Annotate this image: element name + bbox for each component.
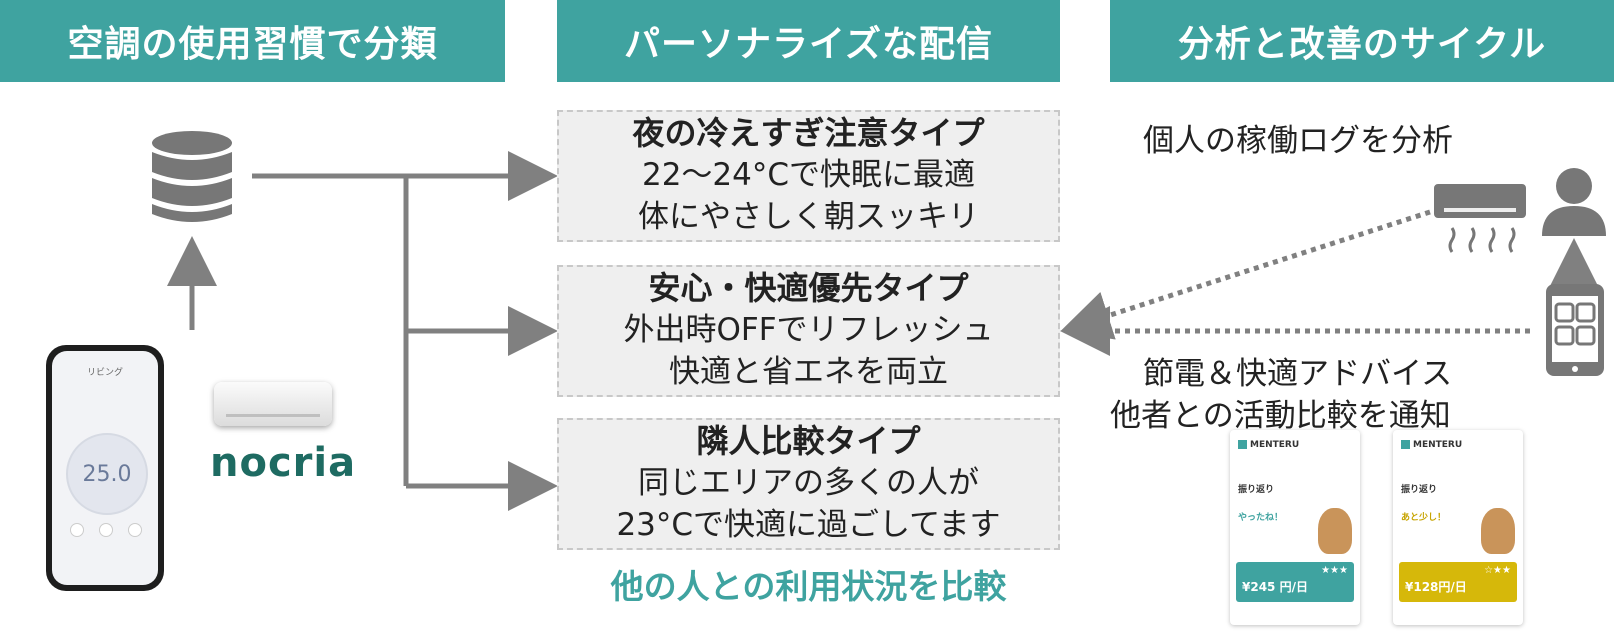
type-line: 快適と省エネを両立	[669, 354, 948, 390]
savings-band: ★★★ ¥245 円/日	[1236, 562, 1354, 602]
mode-icon	[70, 523, 84, 537]
temperature-dial: 25.0	[66, 433, 148, 515]
rating-stars: ★★★	[1321, 565, 1348, 576]
meerkat-mascot-icon	[1318, 508, 1352, 554]
notify-text: 他者との活動比較を通知	[1110, 398, 1451, 434]
fan-icon	[99, 523, 113, 537]
smartphone-app-icon	[1546, 284, 1604, 376]
phone-mockup: リビング 25.0	[46, 345, 164, 591]
type-line: 外出時OFFでリフレッシュ	[623, 312, 994, 348]
aircon-icon	[1434, 184, 1526, 253]
app-logo-icon	[1401, 440, 1410, 449]
section-label: 振り返り	[1401, 485, 1438, 495]
app-brand: MENTERU	[1401, 440, 1462, 450]
phone-room-label: リビング	[86, 368, 123, 378]
analyze-text: 個人の稼働ログを分析	[1143, 123, 1453, 159]
person-icon	[1542, 168, 1606, 236]
settings-icon	[128, 523, 142, 537]
advice-text: 節電＆快適アドバイス	[1143, 356, 1453, 392]
rating-stars: ☆★★	[1484, 565, 1511, 576]
compare-caption: 他の人との利用状況を比較	[610, 567, 1007, 606]
app-logo-icon	[1238, 440, 1247, 449]
type-line: 23°Cで快適に過ごしてます	[616, 507, 1001, 543]
type-box-comfort-first: 安心・快適優先タイプ 外出時OFFでリフレッシュ 快適と省エネを両立	[557, 265, 1060, 397]
type-line: 22〜24°Cで快眠に最適	[641, 157, 976, 193]
type-title: 安心・快適優先タイプ	[648, 269, 969, 307]
meerkat-mascot-icon	[1481, 508, 1515, 554]
app-name: MENTERU	[1250, 440, 1300, 450]
type-line: 体にやさしく朝スッキリ	[638, 199, 979, 235]
type-title: 隣人比較タイプ	[696, 422, 921, 460]
aircon-unit-image	[214, 382, 332, 426]
type-box-night-cool: 夜の冷えすぎ注意タイプ 22〜24°Cで快眠に最適 体にやさしく朝スッキリ	[557, 110, 1060, 242]
phone-screen: リビング 25.0	[52, 351, 158, 585]
app-card: MENTERU 振り返り あと少し！ ☆★★ ¥128円/日	[1393, 430, 1523, 625]
greeting: やったね！	[1238, 513, 1284, 523]
header-cycle: 分析と改善のサイクル	[1110, 0, 1614, 82]
type-box-neighbor-compare: 隣人比較タイプ 同じエリアの多くの人が 23°Cで快適に過ごしてます	[557, 418, 1060, 550]
savings-amount: ¥128円/日	[1405, 580, 1467, 594]
header-personalize: パーソナライズな配信	[557, 0, 1060, 82]
database-icon	[152, 131, 232, 222]
type-line: 同じエリアの多くの人が	[638, 465, 979, 501]
greeting: あと少し！	[1401, 513, 1447, 523]
savings-band: ☆★★ ¥128円/日	[1399, 562, 1517, 602]
savings-amount: ¥245 円/日	[1242, 580, 1308, 594]
header-classify: 空調の使用習慣で分類	[0, 0, 505, 82]
app-name: MENTERU	[1413, 440, 1463, 450]
type-title: 夜の冷えすぎ注意タイプ	[632, 114, 985, 152]
app-card: MENTERU 振り返り やったね！ ★★★ ¥245 円/日	[1230, 430, 1360, 625]
nocria-logo: nocria	[210, 440, 357, 486]
app-brand: MENTERU	[1238, 440, 1299, 450]
section-label: 振り返り	[1238, 485, 1275, 495]
